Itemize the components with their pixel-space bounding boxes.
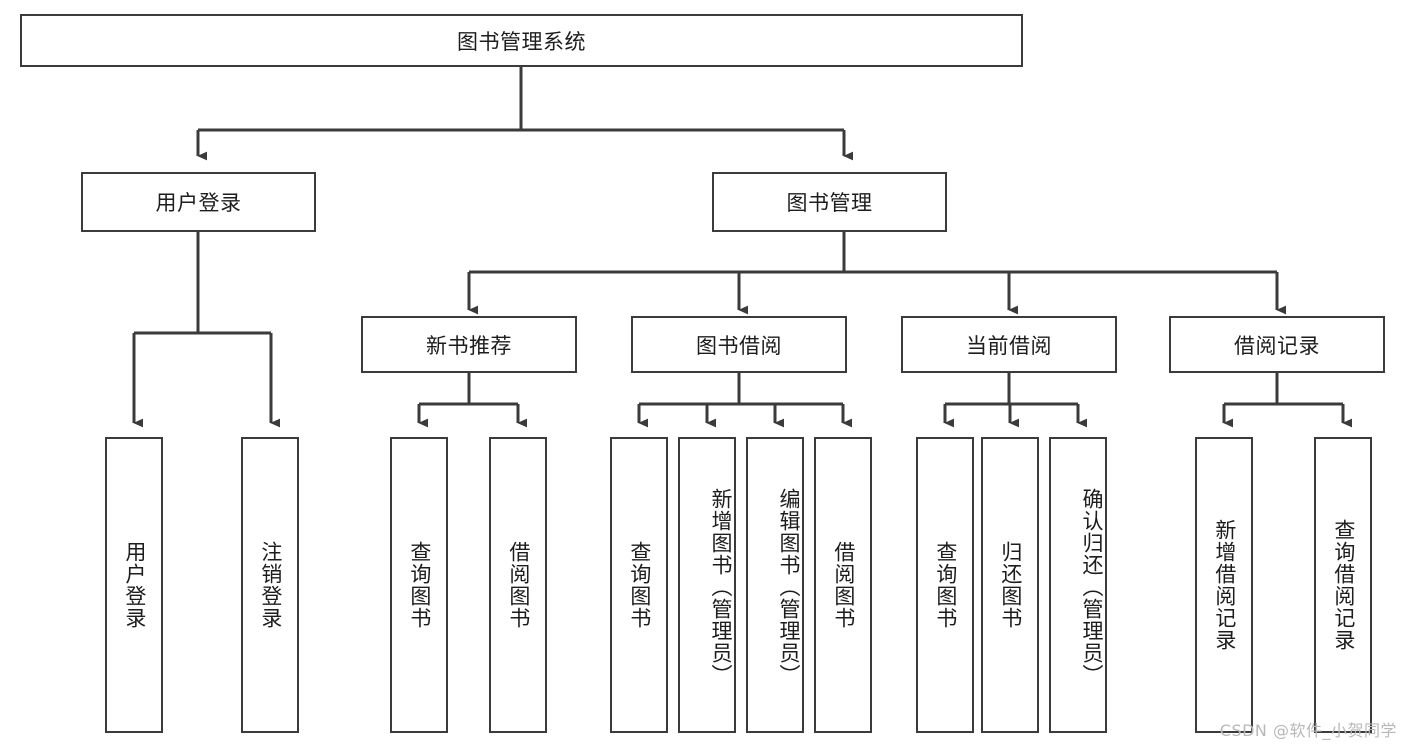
edge-root-to-level2: [196, 67, 854, 161]
node-label: 新书推荐: [426, 333, 512, 358]
node-label: 查询图书: [627, 541, 652, 629]
node-user-login[interactable]: 用户登录: [81, 172, 316, 232]
edge-login-to-leaves: [132, 232, 281, 428]
node-new-book-recommendation[interactable]: 新书推荐: [361, 316, 577, 373]
edge-current-to-leaves: [943, 373, 1088, 428]
leaf-node-user-login[interactable]: 用户登录: [105, 437, 163, 733]
node-label: 注销登录: [258, 541, 283, 629]
leaf-node-add-borrow-record[interactable]: 新增借阅记录: [1195, 437, 1253, 733]
leaf-node-logout[interactable]: 注销登录: [241, 437, 299, 733]
node-label: 查询图书: [933, 541, 958, 629]
leaf-node-borrow-books[interactable]: 借阅图书: [814, 437, 872, 733]
node-book-management[interactable]: 图书管理: [712, 172, 947, 232]
edge-bookmgmt-to-level3: [467, 232, 1287, 315]
node-root-book-management-system[interactable]: 图书管理系统: [20, 14, 1023, 67]
node-label: 图书管理系统: [457, 29, 586, 54]
node-label: 借阅图书: [506, 541, 531, 629]
node-book-borrowing[interactable]: 图书借阅: [631, 316, 847, 373]
node-label: 图书管理: [786, 191, 873, 215]
node-label: 借阅记录: [1234, 333, 1320, 358]
node-label: 确认归还（管理员）: [1080, 488, 1104, 686]
node-label: 查询图书: [407, 541, 432, 629]
leaf-node-edit-book-admin[interactable]: 编辑图书（管理员）: [746, 437, 804, 733]
leaf-node-query-borrow-record[interactable]: 查询借阅记录: [1314, 437, 1372, 733]
leaf-node-query-books-current[interactable]: 查询图书: [916, 437, 974, 733]
leaf-node-return-books[interactable]: 归还图书: [981, 437, 1039, 733]
node-label: 借阅图书: [831, 541, 856, 629]
edge-records-to-leaves: [1222, 373, 1353, 428]
node-label: 图书借阅: [696, 333, 782, 358]
leaf-node-query-books-recommend[interactable]: 查询图书: [390, 437, 448, 733]
edge-newbook-to-leaves: [417, 373, 528, 428]
leaf-node-query-books-borrow[interactable]: 查询图书: [610, 437, 668, 733]
node-label: 当前借阅: [966, 333, 1052, 358]
node-label: 查询借阅记录: [1331, 519, 1356, 651]
node-label: 归还图书: [998, 541, 1023, 629]
node-borrowing-records[interactable]: 借阅记录: [1169, 316, 1385, 373]
leaf-node-confirm-return-admin[interactable]: 确认归还（管理员）: [1049, 437, 1107, 733]
node-label: 新增借阅记录: [1212, 519, 1237, 651]
node-label: 用户登录: [155, 191, 242, 215]
node-current-borrowing[interactable]: 当前借阅: [901, 316, 1117, 373]
node-label: 编辑图书（管理员）: [777, 488, 801, 686]
leaf-node-borrow-books-recommend[interactable]: 借阅图书: [489, 437, 547, 733]
node-label: 新增图书（管理员）: [709, 488, 733, 686]
edge-borrow-to-leaves: [637, 373, 853, 428]
leaf-node-add-book-admin[interactable]: 新增图书（管理员）: [678, 437, 736, 733]
node-label: 用户登录: [122, 541, 147, 629]
